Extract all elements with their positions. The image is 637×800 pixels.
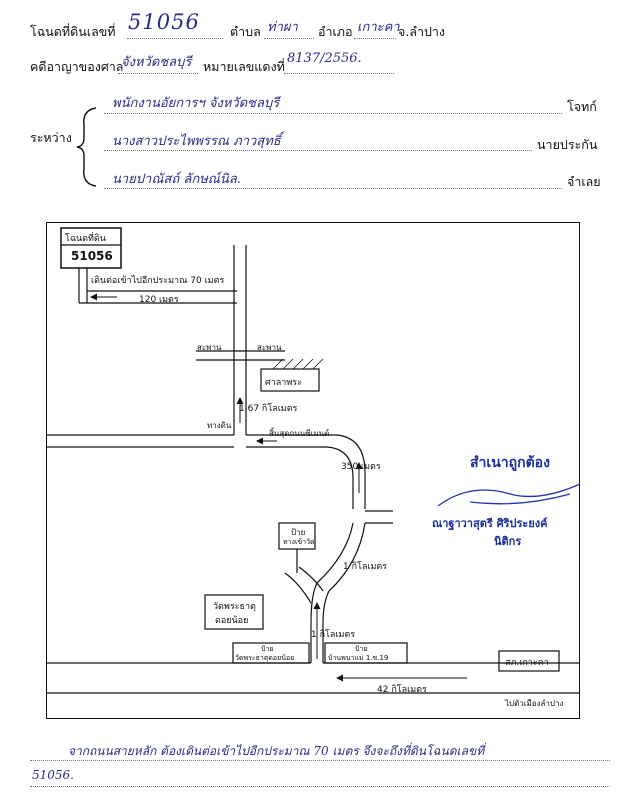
guarantor-role: นายประกัน (537, 137, 598, 152)
sign-temple-label: ป้าย (291, 528, 306, 537)
bridge-left: สะพาน (197, 343, 222, 352)
sign-left-box (232, 642, 310, 664)
sign-right-label: ป้าย (355, 645, 368, 653)
tambon-value: ท่าผา (267, 20, 298, 35)
dist-120: 120 เมตร (139, 295, 179, 305)
dist-1km-b: 1 กิโลเมตร (311, 630, 356, 640)
dist-42km: 42 กิโลเมตร (377, 685, 427, 695)
dist-350: 350 เมตร (341, 462, 381, 472)
signature-graphic (437, 483, 581, 507)
between-label: ระหว่าง (30, 130, 72, 145)
amphoe-value: เกาะคา (357, 20, 400, 35)
pavilion-box (260, 368, 320, 392)
temple-box (204, 594, 264, 630)
plaintiff-role: โจทก์ (567, 99, 597, 114)
sign-left-label: ป้าย (261, 645, 274, 653)
court-value: จังหวัดชลบุรี (121, 55, 192, 70)
temple-name-2: ดอยน้อย (215, 616, 249, 626)
dirt-road-label: ทางดิน (207, 421, 232, 430)
amphoe-label: อำเภอ (318, 24, 353, 39)
temple-name-1: วัดพระธาตุ (213, 602, 256, 612)
defendant-role: จำเลย (567, 174, 601, 189)
to-city-label: ไปตัวเมืองลำปาง (505, 699, 564, 708)
deed-number-value: 51056 (128, 10, 200, 34)
pavilion-label: ศาลาพระ (265, 378, 302, 388)
sign-left-text: วัดพระธาตุดอยน้อย (235, 654, 295, 662)
dist-167: 1.67 กิโลเมตร (239, 404, 298, 414)
guarantor-name: นางสาวประไพพรรณ ภาวสุทธิ์ (112, 134, 281, 149)
sign-right-box (324, 642, 408, 664)
footer-line-2: 51056. (32, 768, 74, 782)
party-brace (76, 107, 97, 187)
deed-box-label: โฉนดที่ดิน (65, 234, 106, 244)
footer-line-1: จากถนนสายหลัก ต้องเดินต่อเข้าไปอีกประมาณ… (68, 744, 485, 758)
office-box (498, 650, 560, 672)
bridge-right: สะพาน (257, 343, 282, 352)
case-label: คดีอาญาของศาล (30, 59, 124, 74)
dist-1km-a: 1 กิโลเมตร (343, 562, 388, 572)
walk-text: เดินต่อเข้าไปอีกประมาณ 70 เมตร (91, 276, 225, 286)
province-text: จ.ลำปาง (398, 24, 446, 39)
red-case-value: 8137/2556. (287, 51, 362, 66)
map-drawing (47, 227, 579, 694)
office-box-label: สภ.เกาะคา (505, 658, 549, 668)
deed-box (60, 227, 122, 269)
location-map: โฉนดที่ดิน 51056 เดินต่อเข้าไปอีกประมาณ … (46, 222, 580, 719)
deed-box-number: 51056 (71, 249, 113, 263)
tambon-label: ตำบล (230, 24, 261, 39)
certified-stamp: สำเนาถูกต้อง (470, 455, 550, 471)
red-case-label: หมายเลขแดงที่ (203, 59, 285, 74)
concrete-end-label: สิ้นสุดถนนซีเมนต์ (269, 429, 330, 438)
defendant-name: นายปาณัสถ์ ลักษณ์นิล. (112, 172, 241, 187)
plaintiff-name: พนักงานอัยการฯ จังหวัดชลบุรี (112, 96, 280, 111)
sign-right-text: บ้านพนาแม่ 1.ซ.19 (328, 654, 389, 662)
sign-temple-text: ทางเข้าวัด (283, 538, 315, 546)
stamp-title: นิติกร (494, 535, 522, 548)
stamp-name: ณาฐาวาสุตรี ศิริประยงค์ (432, 517, 548, 530)
deed-number-label: โฉนดที่ดินเลขที่ (30, 24, 116, 39)
